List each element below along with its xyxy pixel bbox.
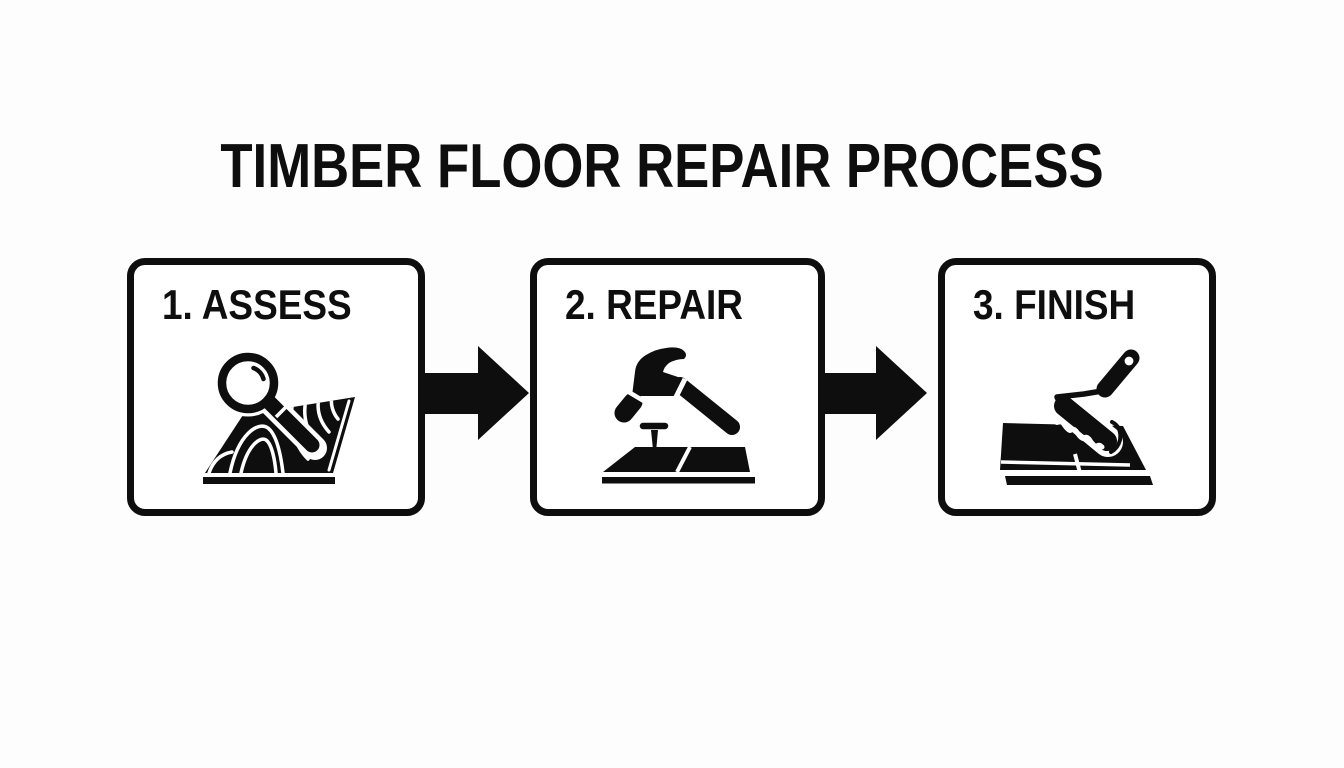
step-box-finish: 3. FINISH bbox=[938, 258, 1216, 516]
arrow-right-icon bbox=[423, 346, 529, 440]
step-box-assess: 1. ASSESS bbox=[127, 258, 425, 516]
page-title: TIMBER FLOOR REPAIR PROCESS bbox=[220, 132, 1104, 201]
step-label: 3. FINISH bbox=[973, 281, 1136, 328]
step-label: 1. ASSESS bbox=[162, 281, 352, 328]
paint-roller-floorboard-icon bbox=[1000, 349, 1153, 485]
step-label: 2. REPAIR bbox=[565, 281, 744, 328]
step-box-repair: 2. REPAIR bbox=[530, 258, 825, 516]
arrow-right-icon bbox=[821, 346, 927, 440]
magnifying-glass-floorboard-icon bbox=[203, 349, 355, 484]
hammer-nail-floorboard-icon bbox=[602, 347, 755, 484]
